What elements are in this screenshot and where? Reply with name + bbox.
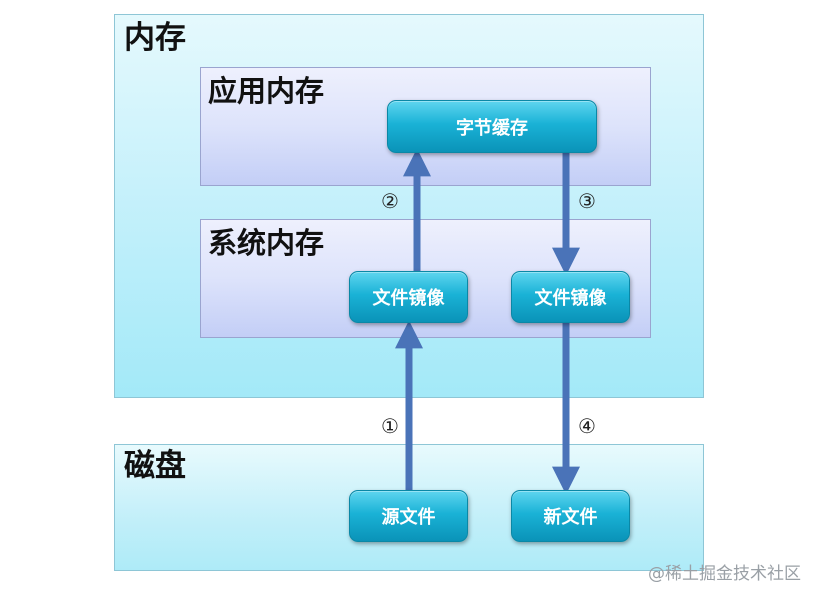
source-file-box: 源文件 [349,490,468,542]
new-file-box: 新文件 [511,490,630,542]
step-2-label: ② [381,189,399,213]
app-memory-label: 应用内存 [208,74,325,108]
system-memory-label: 系统内存 [208,226,325,260]
step-4-label: ④ [578,414,596,438]
watermark: @稀土掘金技术社区 [648,564,801,584]
file-image-box-left: 文件镜像 [349,271,468,323]
memory-label: 内存 [124,20,186,56]
step-1-label: ① [381,414,399,438]
file-image-box-right: 文件镜像 [511,271,630,323]
byte-cache-box: 字节缓存 [387,100,597,153]
step-3-label: ③ [578,189,596,213]
disk-label: 磁盘 [124,448,186,484]
